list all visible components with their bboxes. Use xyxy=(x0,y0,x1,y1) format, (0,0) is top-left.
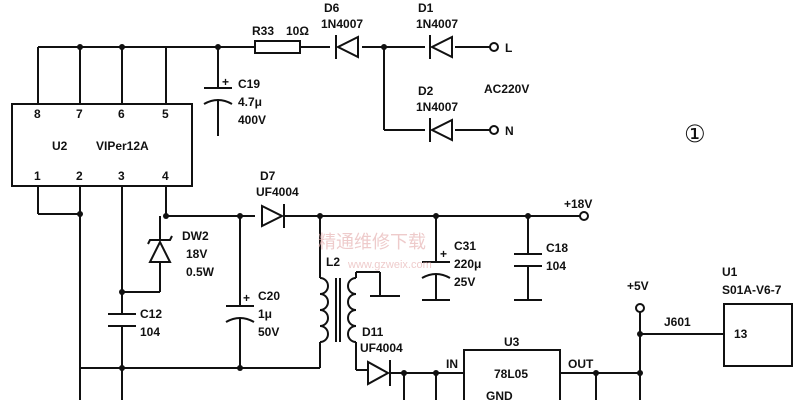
capacitor-c18 xyxy=(514,216,542,301)
u2-pin-3: 3 xyxy=(118,169,125,183)
terminal-n-label: N xyxy=(505,124,514,138)
zener-dw2 xyxy=(147,235,173,263)
u2-pin-1: 1 xyxy=(34,169,41,183)
d7-ref: D7 xyxy=(260,169,276,183)
c31-ref: C31 xyxy=(454,239,476,253)
r33-label: R33 xyxy=(252,24,274,38)
u3-in: IN xyxy=(446,357,458,371)
c12-value: 104 xyxy=(140,325,160,339)
diode-d7 xyxy=(261,204,285,228)
u2-pin-4: 4 xyxy=(162,169,169,183)
rail-5v-wires xyxy=(560,312,724,400)
u3-part: 78L05 xyxy=(494,367,528,381)
transformer-l2 xyxy=(319,216,400,371)
dw2-value: 18V xyxy=(186,247,207,261)
d7-part: UF4004 xyxy=(256,185,299,199)
terminal-l xyxy=(489,42,499,52)
d2-ref: D2 xyxy=(418,84,434,98)
sheet-mark: ① xyxy=(684,120,706,148)
c20-voltage: 50V xyxy=(258,325,279,339)
u2-pin-5: 5 xyxy=(162,107,169,121)
c18-value: 104 xyxy=(546,259,566,273)
c31-voltage: 25V xyxy=(454,275,475,289)
capacitor-c12 xyxy=(108,313,136,327)
c19-value: 4.7μ xyxy=(238,95,262,109)
diode-d6 xyxy=(335,35,359,59)
svg-text:+: + xyxy=(440,247,447,261)
j601-ref: J601 xyxy=(664,315,691,329)
u2-pin-2: 2 xyxy=(76,169,83,183)
module-u1 xyxy=(723,303,793,367)
u3-gnd: GND xyxy=(486,389,513,400)
terminal-n xyxy=(489,125,499,135)
watermark-cn: 精通维修下载 xyxy=(318,232,426,253)
terminal-l-label: L xyxy=(505,41,512,55)
d1-part: 1N4007 xyxy=(416,17,458,31)
u3-ref: U3 xyxy=(504,335,520,349)
c31-value: 220μ xyxy=(454,257,481,271)
rail-5v-label: +5V xyxy=(627,279,649,293)
d1-ref: D1 xyxy=(418,1,434,15)
c20-value: 1μ xyxy=(258,307,272,321)
terminal-5v xyxy=(635,303,645,313)
d11-ref: D11 xyxy=(362,325,384,339)
u2-pin-6: 6 xyxy=(118,107,125,121)
capacitor-c19: + xyxy=(203,75,233,105)
u3-out: OUT xyxy=(568,357,594,371)
svg-text:+: + xyxy=(243,291,250,305)
junction-dots-top xyxy=(77,44,387,50)
capacitor-c20: + xyxy=(225,216,255,368)
l2-ref: L2 xyxy=(326,255,340,269)
u2-ref: U2 xyxy=(52,139,68,153)
ic-u2 xyxy=(11,103,193,187)
u2-part: VIPer12A xyxy=(96,139,149,153)
terminal-18v xyxy=(579,211,589,221)
u1-part: S01A-V6-7 xyxy=(722,283,782,297)
c18-ref: C18 xyxy=(546,241,568,255)
rail-18v-label: +18V xyxy=(564,197,592,211)
d6-part: 1N4007 xyxy=(321,17,363,31)
resistor-r33 xyxy=(254,40,301,54)
d6-ref: D6 xyxy=(324,1,340,15)
c19-ref: C19 xyxy=(238,77,260,91)
r33-value: 10Ω xyxy=(286,24,309,38)
dw2-ref: DW2 xyxy=(182,229,209,243)
ac-label: AC220V xyxy=(484,82,529,96)
c19-voltage: 400V xyxy=(238,113,266,127)
diode-d1 xyxy=(429,35,453,59)
u1-ref: U1 xyxy=(722,265,738,279)
svg-text:+: + xyxy=(222,75,229,89)
u2-pin-7: 7 xyxy=(76,107,83,121)
c12-ref: C12 xyxy=(140,307,162,321)
u1-pin: 13 xyxy=(734,327,748,341)
dw2-power: 0.5W xyxy=(186,265,215,279)
watermark-url: www.gzweix.com xyxy=(347,259,432,271)
regulator-u3 xyxy=(463,349,561,400)
d11-part: UF4004 xyxy=(360,341,403,355)
junction-dots-mid xyxy=(77,211,439,371)
diode-d2 xyxy=(429,118,453,142)
c20-ref: C20 xyxy=(258,289,280,303)
capacitor-c31: + xyxy=(421,216,451,301)
u2-pin-8: 8 xyxy=(34,107,41,121)
d2-part: 1N4007 xyxy=(416,100,458,114)
